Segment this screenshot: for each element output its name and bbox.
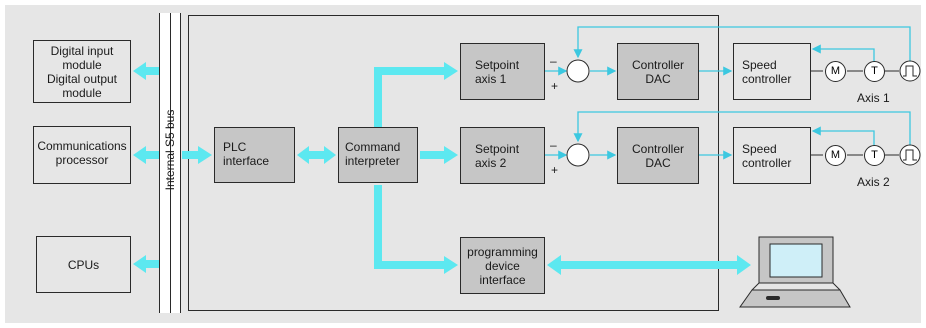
axis-2-label: Axis 2	[857, 175, 890, 189]
cmd-line-2: interpreter	[345, 154, 400, 168]
plc-line-2: interface	[223, 154, 270, 168]
junction-1-minus: –	[550, 54, 557, 68]
cmd-line-1: Command	[345, 140, 401, 154]
digital-io-line-1: Digital input	[50, 44, 114, 58]
pgm-laptop-arrow	[547, 255, 751, 275]
axis-1-label: Axis 1	[857, 91, 890, 105]
tacho1-to-speed	[811, 44, 875, 63]
controller-dac-1-box: Controller DAC	[617, 43, 699, 100]
controller-dac-2-box: Controller DAC	[617, 127, 699, 184]
digital-io-module-box: Digital input module Digital output modu…	[33, 40, 131, 103]
pgm-line-2: device	[485, 259, 520, 273]
tacho-2-letter: T	[871, 149, 878, 161]
comm-line-2: processor	[55, 153, 109, 167]
cpus-box: CPUs	[36, 236, 131, 293]
speed-controller-2-box: Speed controller	[733, 127, 811, 184]
laptop-icon	[739, 236, 851, 308]
motor-2-letter: M	[830, 149, 841, 161]
digital-io-line-4: module	[62, 86, 102, 100]
axis-2-signals	[545, 111, 911, 160]
speed1-line-1: Speed	[742, 58, 777, 72]
setpoint-axis-2-box: Setpoint axis 2	[460, 127, 545, 184]
ctrl2-line-2: DAC	[645, 156, 671, 170]
ctrl1-line-1: Controller	[631, 58, 685, 72]
speed2-line-2: controller	[742, 156, 792, 170]
setpoint1-line-2: axis 1	[475, 72, 507, 86]
axis-1-signals	[545, 26, 911, 76]
communications-processor-box: Communications processor	[33, 126, 131, 184]
junction-2-plus: +	[551, 163, 559, 177]
setpoint1-line-1: Setpoint	[475, 58, 520, 72]
cmd-setpoint1-arrow	[374, 62, 458, 127]
encoder-icon	[899, 60, 921, 82]
comm-line-1: Communications	[37, 139, 127, 153]
summing-junction-icon	[566, 143, 590, 167]
feedback1-loop	[573, 26, 911, 63]
encoder-icon	[899, 144, 921, 166]
plc-interface-box: PLC interface	[214, 127, 295, 183]
motor-icon: M	[825, 145, 846, 166]
cpus-bus-arrow	[133, 255, 159, 273]
motor-icon: M	[825, 61, 846, 82]
ctrl1-line-2: DAC	[645, 72, 671, 86]
junction-1-plus: +	[551, 79, 559, 93]
bus-arrows	[133, 62, 751, 275]
setpoint2-line-1: Setpoint	[475, 142, 520, 156]
setpoint2-line-2: axis 2	[475, 156, 507, 170]
tacho2-to-speed	[811, 126, 875, 147]
pgm-line-1: programming	[467, 245, 538, 259]
junction-2-minus: –	[550, 138, 557, 152]
speed2-line-1: Speed	[742, 142, 777, 156]
bus-plc-arrow	[182, 146, 212, 164]
ctrl2-line-1: Controller	[631, 142, 685, 156]
digital-io-line-3: Digital output	[46, 72, 118, 86]
motor-1-letter: M	[830, 65, 841, 77]
cmd-setpoint2-arrow	[420, 146, 458, 164]
pgm-line-3: interface	[479, 273, 526, 287]
tachometer-icon: T	[864, 61, 885, 82]
cmd-pgm-arrow	[374, 185, 458, 274]
digital-io-bus-arrow	[133, 62, 159, 80]
command-interpreter-box: Command interpreter	[338, 127, 418, 183]
speed-controller-1-box: Speed controller	[733, 43, 811, 100]
comm-bus-arrow	[133, 146, 159, 164]
tacho-1-letter: T	[871, 65, 878, 77]
summing-junction-icon	[566, 59, 590, 83]
plc-line-1: PLC	[223, 140, 247, 154]
cpus-label: CPUs	[67, 258, 100, 272]
setpoint-axis-1-box: Setpoint axis 1	[460, 43, 545, 100]
programming-device-interface-box: programming device interface	[460, 237, 545, 294]
speed1-line-2: controller	[742, 72, 792, 86]
s5-bus-divider	[170, 13, 171, 313]
digital-io-line-2: module	[62, 58, 102, 72]
feedback2-loop	[573, 111, 911, 147]
motor-chain-lines	[811, 70, 899, 156]
tachometer-icon: T	[864, 145, 885, 166]
plc-cmd-arrow	[297, 146, 336, 164]
